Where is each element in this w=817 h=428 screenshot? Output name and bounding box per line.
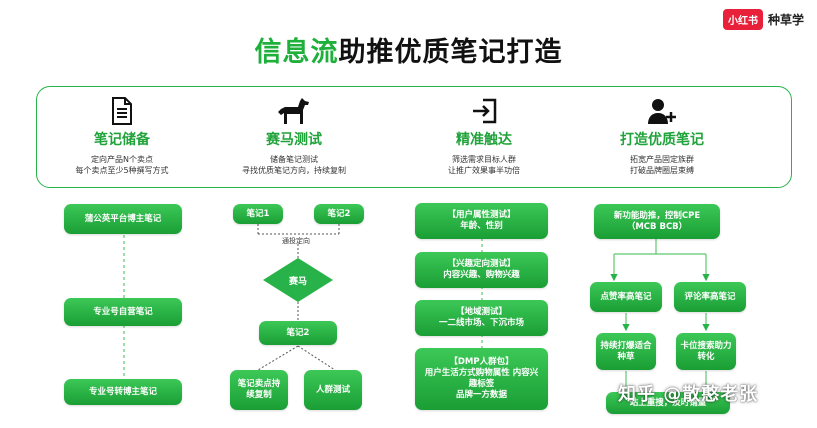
panel-step-4: 打造优质笔记 拓宽产品固定族群打破品牌圈层束缚 xyxy=(587,95,737,176)
race-diamond-shape xyxy=(263,258,333,302)
panel-step-title: 笔记储备 xyxy=(94,132,150,148)
page-title: 信息流助推优质笔记打造 xyxy=(0,30,817,69)
col4-bottom-node: 站上重搜，及时铺量 xyxy=(606,392,730,414)
title-rest: 助推优质笔记打造 xyxy=(338,37,563,68)
panel-step-desc: 储备笔记测试寻找优质笔记方向，持续复制 xyxy=(242,155,346,175)
document-icon xyxy=(47,95,197,127)
process-panel xyxy=(36,86,792,188)
col3-node-4: 【DMP人群包】用户生活方式购物属性 内容兴趣标签品牌一方数据 xyxy=(415,348,548,410)
col1-node-1: 蒲公英平台博主笔记 xyxy=(64,204,182,234)
col1-node-2: 专业号自营笔记 xyxy=(64,298,182,326)
col3-node-3: 【地域测试】一二线市场、下沉市场 xyxy=(415,300,548,336)
panel-step-2: 赛马测试 储备笔记测试寻找优质笔记方向，持续复制 xyxy=(219,95,369,176)
title-highlight: 信息流 xyxy=(254,37,339,68)
watermark: 知乎 @散憨老张 xyxy=(618,384,759,405)
brand-logo: 小红书 种草学 xyxy=(723,9,804,30)
panel-step-desc: 筛选需求目标人群让推广效果事半功倍 xyxy=(448,155,520,175)
col3-node-1: 【用户属性测试】年龄、性别 xyxy=(415,203,548,239)
col2-replicate-node: 笔记卖点持续复制 xyxy=(230,370,288,410)
panel-step-1: 笔记储备 定向产品N个卖点每个卖点至少5种撰写方式 xyxy=(47,95,197,176)
panel-step-desc: 拓宽产品固定族群打破品牌圈层束缚 xyxy=(630,155,694,175)
brand-badge: 小红书 xyxy=(723,9,763,30)
col3-node-2: 【兴趣定向测试】内容兴趣、购物兴趣 xyxy=(415,252,548,288)
col4-likes-node: 点赞率高笔记 xyxy=(590,282,662,312)
col2-audience-node: 人群测试 xyxy=(304,370,362,410)
horse-icon xyxy=(219,95,369,127)
col4-comments-node: 评论率高笔记 xyxy=(674,282,746,312)
col1-node-3: 专业号转博主笔记 xyxy=(64,379,182,405)
col2-targeting-label: 通投定向 xyxy=(282,237,310,245)
col4-search-node: 卡位搜索助力转化 xyxy=(676,333,736,370)
login-arrow-icon xyxy=(409,95,559,127)
panel-step-desc: 定向产品N个卖点每个卖点至少5种撰写方式 xyxy=(75,155,169,175)
brand-name: 种草学 xyxy=(768,13,805,27)
col2-note-1: 笔记1 xyxy=(233,204,283,224)
panel-step-3: 精准触达 筛选需求目标人群让推广效果事半功倍 xyxy=(409,95,559,176)
col2-winner-note: 笔记2 xyxy=(259,321,337,345)
col4-burst-node: 持续打爆适合种草 xyxy=(596,333,656,370)
panel-step-title: 精准触达 xyxy=(456,132,512,148)
col2-note-2: 笔记2 xyxy=(314,204,364,224)
col2-diamond-label: 赛马 xyxy=(288,277,307,287)
add-user-icon xyxy=(587,95,737,127)
panel-step-title: 赛马测试 xyxy=(266,132,322,148)
panel-step-title: 打造优质笔记 xyxy=(620,132,704,148)
col4-top-node: 新功能助推，控制CPE（MCB BCB） xyxy=(594,204,720,239)
